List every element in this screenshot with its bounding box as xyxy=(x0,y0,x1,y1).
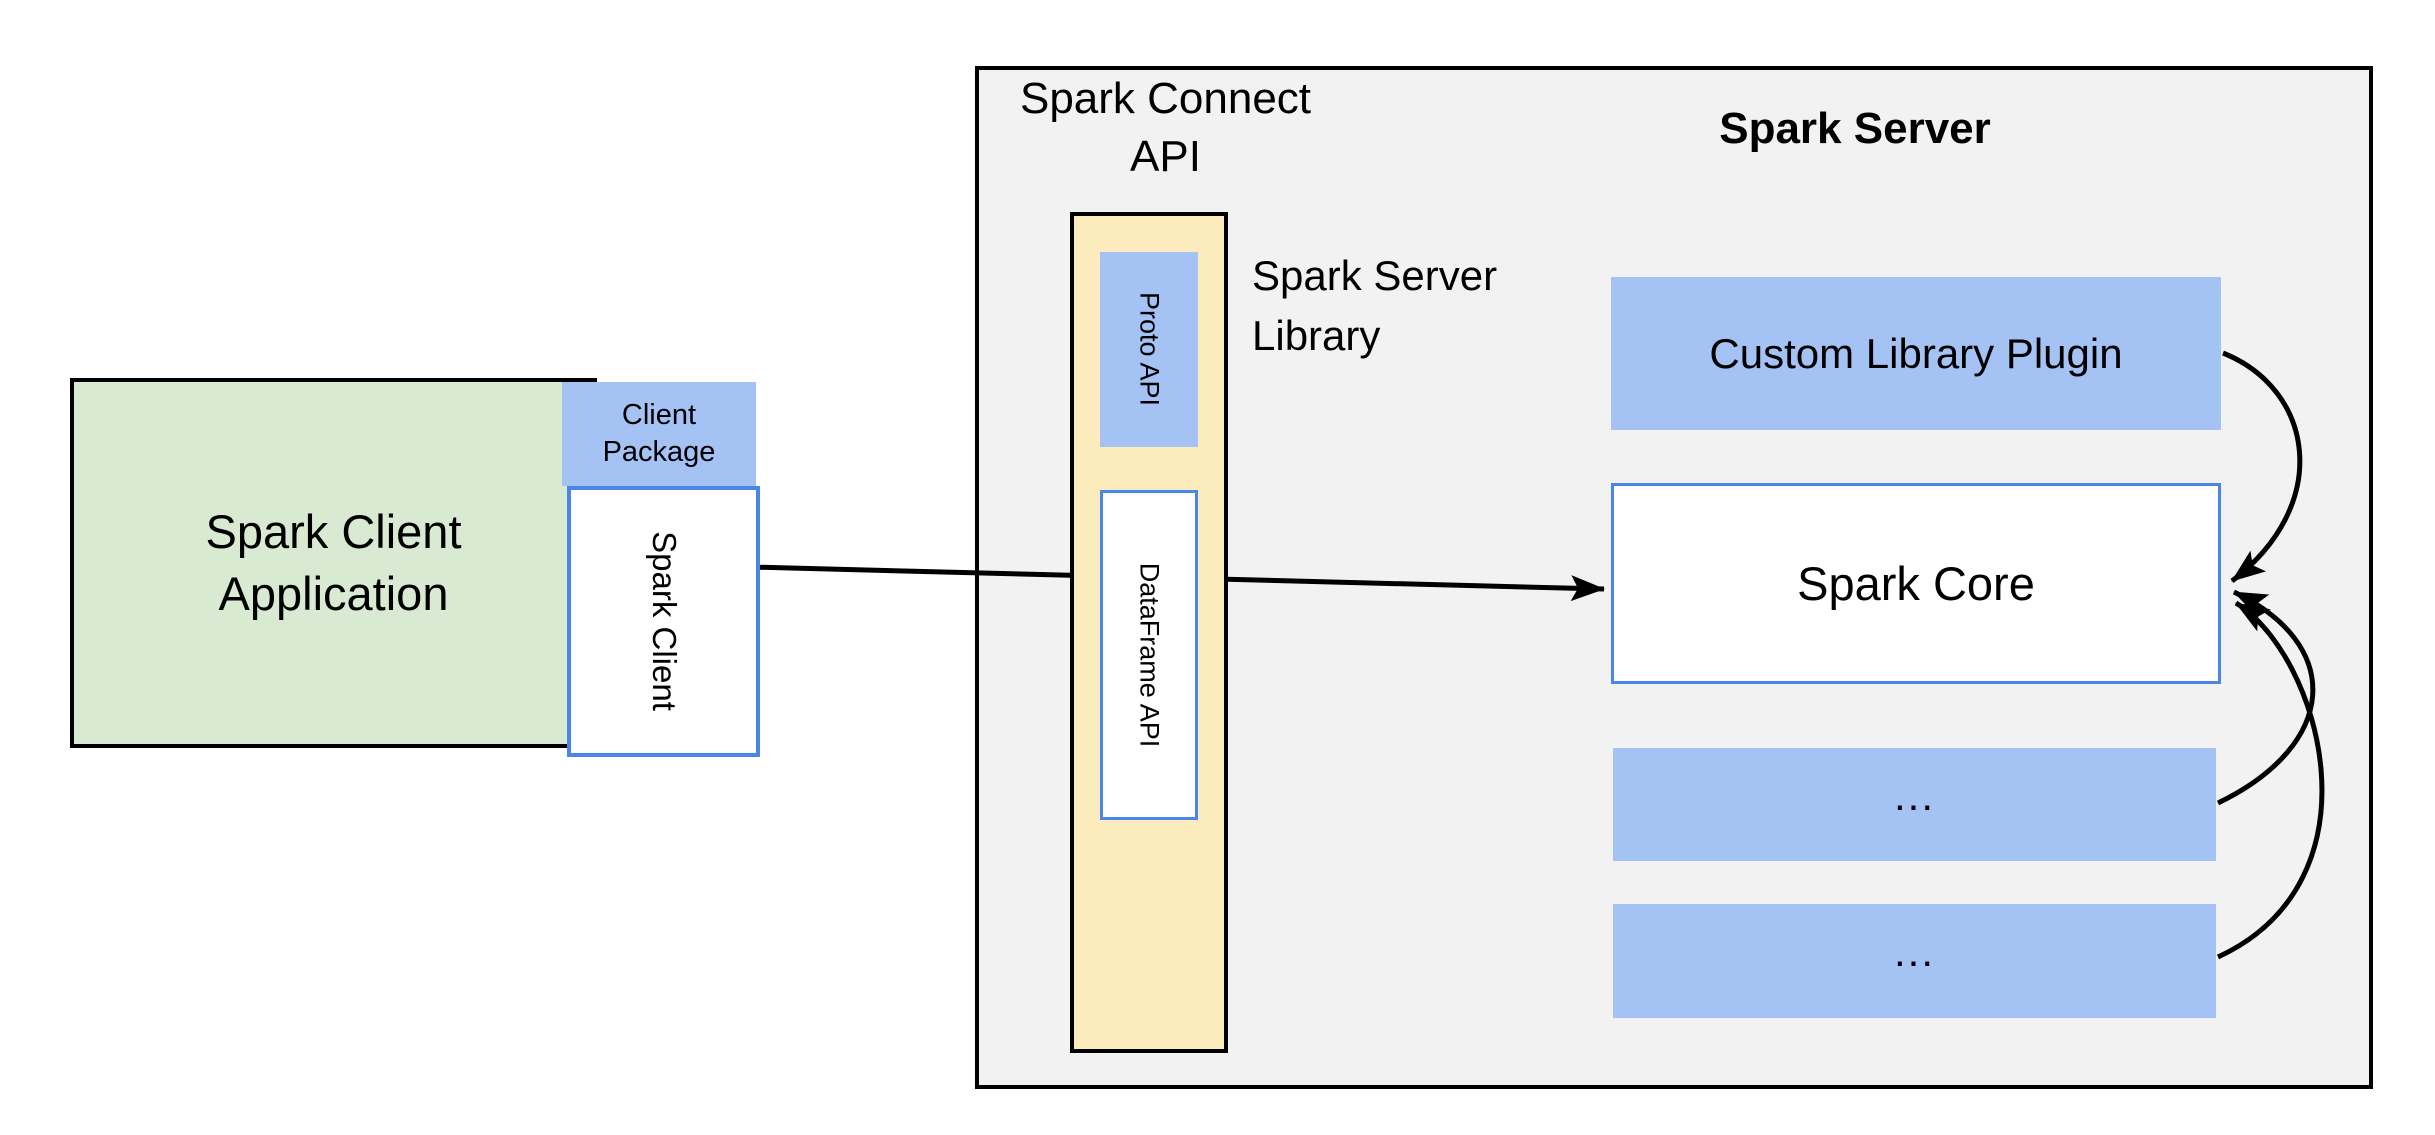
ellipsis-label-1: ... xyxy=(1893,771,1935,819)
ellipsis-label-2: ... xyxy=(1893,928,1935,975)
proto-api-label: Proto API xyxy=(1134,291,1165,407)
spark-server-library-label: Spark Server Library xyxy=(1252,252,1498,359)
dataframe-api-box xyxy=(1100,490,1198,820)
spark-core-box: Spark Core xyxy=(1611,483,2221,684)
spark-client-application-label: Spark Client Application xyxy=(205,505,462,620)
other-library-box-1: ... xyxy=(1613,748,2216,861)
spark-connect-api-title: Spark Connect API xyxy=(1019,74,1312,181)
arrow-ellipsis1-to-core xyxy=(2216,589,2316,806)
spark-client-box xyxy=(567,486,760,757)
custom-library-plugin-label: Custom Library Plugin xyxy=(1709,329,2123,377)
other-library-box-2: ... xyxy=(1613,904,2216,1018)
proto-api-box xyxy=(1100,252,1198,447)
spark-client-label: Spark Client xyxy=(646,531,683,711)
spark-core-label: Spark Core xyxy=(1797,557,2035,610)
spark-client-application-box: Spark Client Application xyxy=(70,378,597,748)
client-package-label: Client Package xyxy=(602,399,716,468)
spark-server-title: Spark Server xyxy=(1719,104,1991,153)
client-package-box: Client Package xyxy=(562,382,756,486)
dataframe-api-label: DataFrame API xyxy=(1134,562,1165,748)
arrow-ellipsis2-to-core xyxy=(2216,600,2325,960)
custom-library-plugin-box: Custom Library Plugin xyxy=(1611,277,2221,430)
arrow-plugin-to-core xyxy=(2222,350,2303,583)
